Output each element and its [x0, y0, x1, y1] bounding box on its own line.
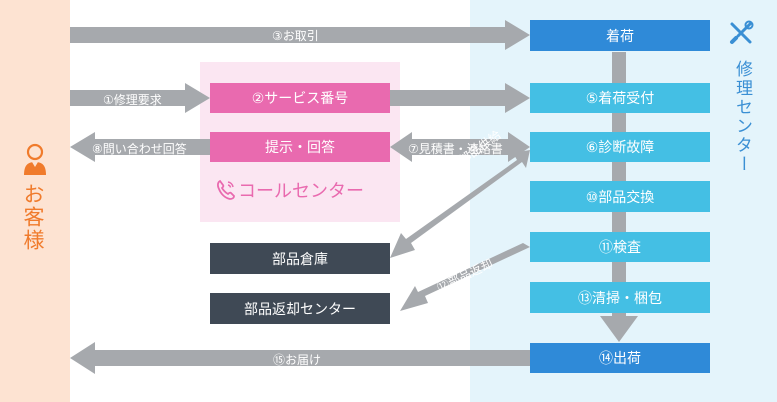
customer-label: お客様 [21, 183, 45, 252]
parts-return-center-box: 部品返却センター [210, 293, 390, 324]
delivery-arrow [70, 342, 530, 374]
arrival-box: 着荷 [530, 20, 710, 51]
repair-center-label: 修理センター [732, 60, 752, 174]
repair-request-label: ①修理要求 [103, 93, 162, 107]
person-icon [24, 143, 46, 175]
service-to-acceptance-arrow [390, 83, 530, 113]
tools-icon [730, 20, 754, 44]
arrival-acceptance-box: ⑤着荷受付 [530, 83, 710, 113]
shipping-box: ⑭出荷 [530, 343, 710, 373]
transaction-arrow [70, 20, 530, 50]
call-center-label: コールセンター [238, 181, 364, 202]
estimate-label: ⑦見積書・連絡書 [408, 142, 503, 156]
parts-warehouse-box: 部品倉庫 [210, 243, 390, 274]
diagnosis-box: ⑥診断故障 [530, 132, 710, 162]
parts-exchange-box: ⑩部品交換 [530, 181, 710, 212]
service-number-box: ②サービス番号 [210, 83, 390, 113]
inspection-box: ⑪検査 [530, 232, 710, 262]
inquiry-answer-arrow [70, 132, 210, 162]
transaction-label: ③お取引 [272, 29, 319, 43]
delivery-label: ⑮お届け [273, 353, 322, 367]
phone-icon [217, 179, 235, 200]
repair-request-arrow [70, 83, 210, 113]
estimate-arrow [390, 132, 530, 162]
cleaning-packing-box: ⑬清掃・梱包 [530, 282, 710, 313]
customer-column [0, 0, 70, 402]
parts-return-arrow [400, 243, 530, 311]
presentation-answer-box: 提示・回答 [210, 132, 390, 162]
inquiry-answer-label: ⑧問い合わせ回答 [92, 142, 187, 156]
parts-request-arrow [390, 150, 530, 258]
